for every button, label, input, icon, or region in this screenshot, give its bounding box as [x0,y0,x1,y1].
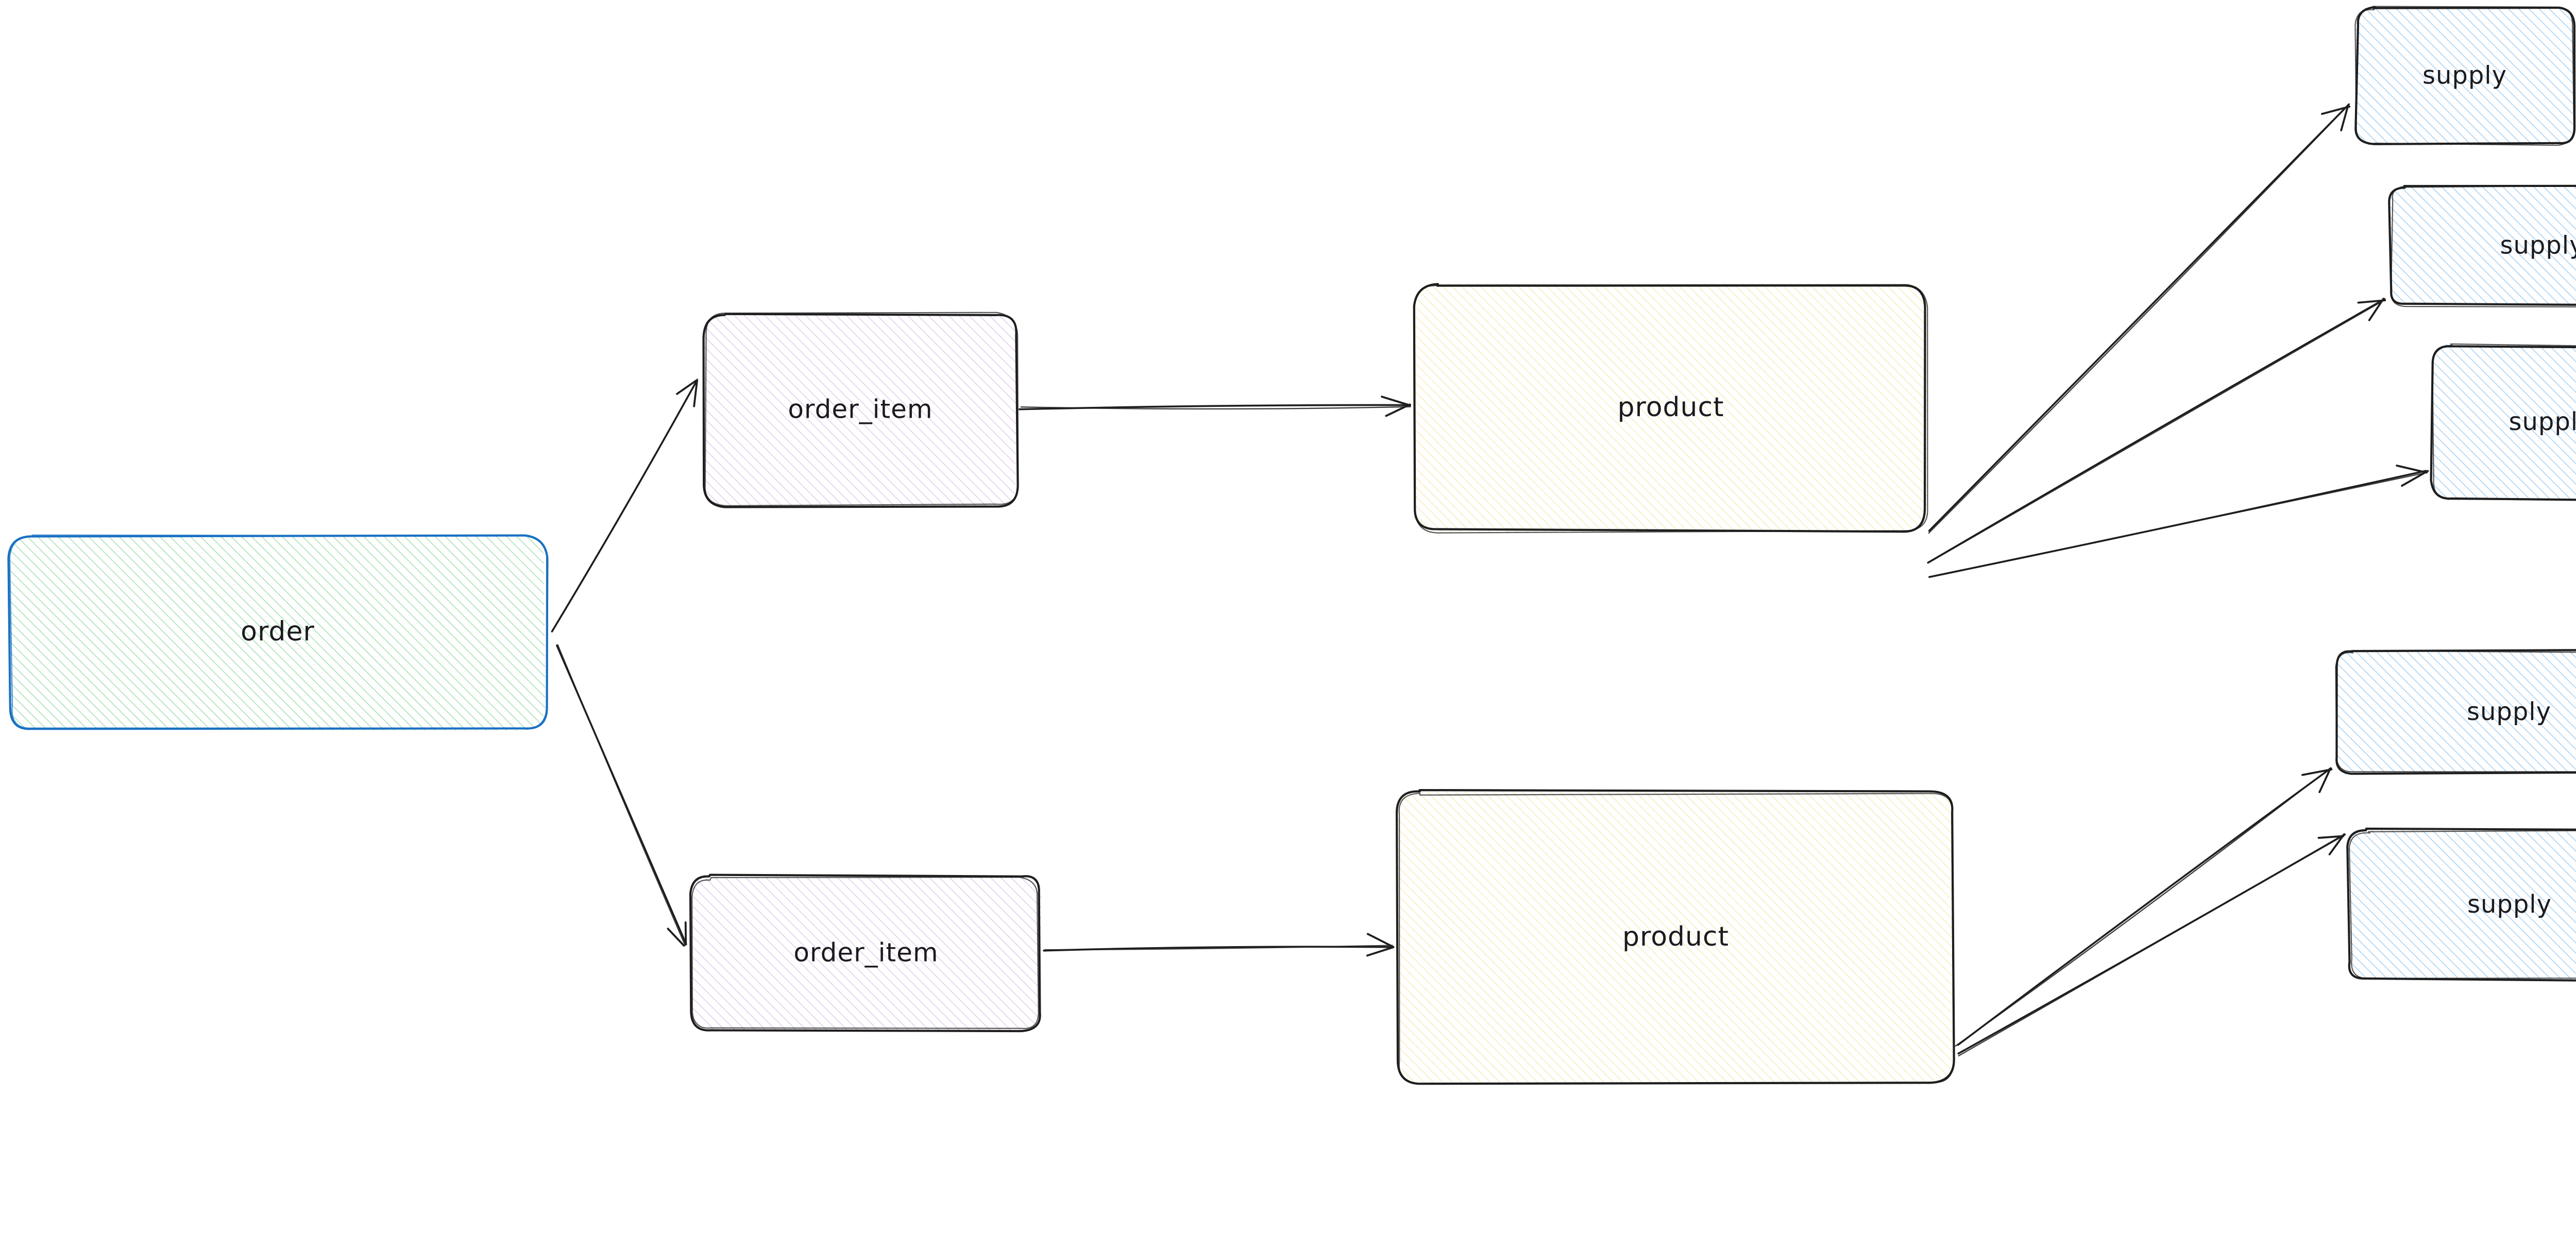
node-product_top[interactable]: product [1413,283,1928,534]
node-outline-secondary [2390,185,2576,307]
node-outline-secondary [2354,6,2574,146]
node-fill [704,314,1018,507]
edge-product_bottom-to-supply_4[interactable] [1955,767,2333,1047]
node-label: product [1622,921,1729,952]
node-label: order_item [788,395,933,424]
node-label: supply [2422,61,2507,90]
node-supply_4[interactable]: supply [2335,649,2576,775]
edge-product_top-to-supply_3[interactable] [1928,465,2429,578]
edge-product_top-to-supply_1[interactable] [1928,103,2351,534]
node-outline-secondary [704,312,1019,507]
node-label: order [241,616,315,647]
node-label: product [1617,392,1724,423]
edge-order_item_bottom-to-product_bottom[interactable] [1043,933,1395,957]
node-label: order_item [793,938,938,968]
node-outline-secondary [691,877,1039,1029]
node-fill [1415,283,1927,533]
node-outline [2346,827,2576,982]
node-fill [2348,829,2576,980]
node-fill [2335,649,2576,775]
node-outline-secondary [2335,650,2576,773]
node-supply_1[interactable]: supply [2354,6,2576,146]
node-fill [692,876,1042,1033]
node-supply_3[interactable]: supply [2430,343,2576,501]
node-fill [2389,185,2576,304]
edge-order-to-order_item_top[interactable] [551,378,699,632]
node-outline-secondary [9,534,549,729]
node-label: supply [2509,407,2576,436]
node-supply_5[interactable]: supply [2346,827,2576,982]
node-fill [1397,790,1954,1085]
edge-layer [551,103,2429,1057]
edge-order-to-order_item_bottom[interactable] [556,644,687,947]
node-outline [2354,6,2576,145]
node-supply_2[interactable]: supply [2388,184,2576,307]
node-label: supply [2500,231,2576,260]
node-fill [10,535,546,731]
node-order_item_bottom[interactable]: order_item [689,874,1042,1033]
node-order_item_top[interactable]: order_item [702,312,1019,508]
node-product_bottom[interactable]: product [1396,789,1955,1085]
node-fill [2355,6,2574,146]
node-label: supply [2467,890,2552,919]
node-outline [2388,184,2576,306]
node-outline [689,874,1041,1033]
node-outline-secondary [1413,284,1928,534]
edge-product_top-to-supply_2[interactable] [1927,298,2386,564]
edge-order_item_top-to-product_top[interactable] [1018,396,1411,417]
node-outline-secondary [2348,830,2576,979]
edge-product_bottom-to-supply_5[interactable] [1957,833,2346,1057]
node-order[interactable]: order [7,534,549,731]
node-outline-secondary [1398,793,1954,1084]
node-outline-secondary [2432,343,2576,501]
node-label: supply [2467,697,2551,726]
node-fill [2432,344,2576,501]
node-layer: orderorder_itemorder_itemproductproducts… [7,6,2576,1085]
